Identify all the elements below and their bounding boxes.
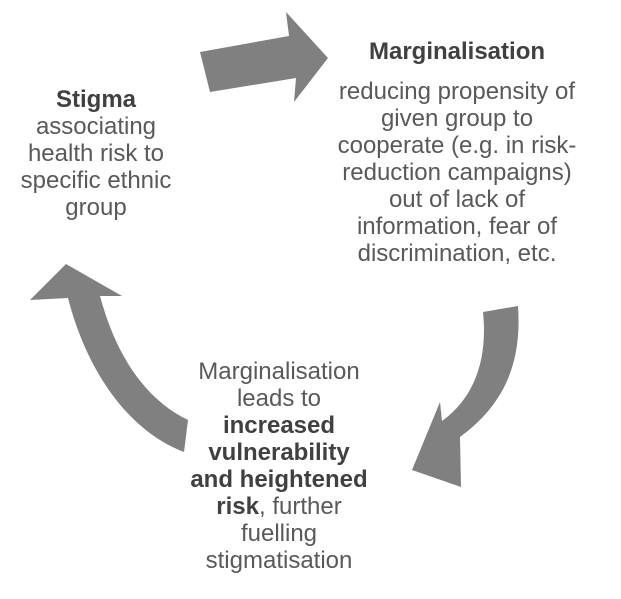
node-stigma-line: associating [35,113,157,140]
node-vulnerability: Marginalisation leads to increased vulne… [166,358,392,574]
node-marginalisation-line: given group to [380,105,534,132]
arrow-stigma-to-marginalisation [200,12,328,102]
node-marginalisation: Marginalisation reducing propensity of g… [318,38,596,267]
node-stigma-line: health risk to [27,140,165,167]
node-stigma-line: group [65,194,127,221]
node-vulnerability-line: fuelling [240,520,318,547]
emphasis-heightened: and heightened [190,466,368,493]
emphasis-vulnerability: vulnerability [208,439,350,466]
node-vulnerability-text: , further [259,493,342,520]
node-vulnerability-line: risk, further [166,493,392,520]
emphasis-increased: increased [222,412,336,439]
emphasis-risk: risk [216,493,259,520]
node-vulnerability-line: stigmatisation [205,547,353,574]
node-marginalisation-line: reduction campaigns) [342,159,572,186]
node-marginalisation-title: Marginalisation [368,38,546,65]
node-marginalisation-line: reducing propensity of [338,78,576,105]
node-marginalisation-line: out of lack of [388,186,526,213]
node-vulnerability-line: Marginalisation [198,358,360,385]
node-vulnerability-line: and heightened [166,466,392,493]
node-stigma: Stigma associating health risk to specif… [2,86,190,221]
node-marginalisation-line: information, fear of [356,213,558,240]
node-stigma-title: Stigma [55,86,136,113]
node-marginalisation-line: cooperate (e.g. in risk- [337,132,577,159]
node-marginalisation-line: discrimination, etc. [357,240,557,267]
node-vulnerability-line: increased [166,412,392,439]
node-vulnerability-line: vulnerability [166,439,392,466]
arrow-marginalisation-to-vulnerability [412,306,519,487]
node-vulnerability-line: leads to [236,385,322,412]
arrow-vulnerability-to-stigma [30,264,188,452]
node-stigma-line: specific ethnic [20,167,172,194]
